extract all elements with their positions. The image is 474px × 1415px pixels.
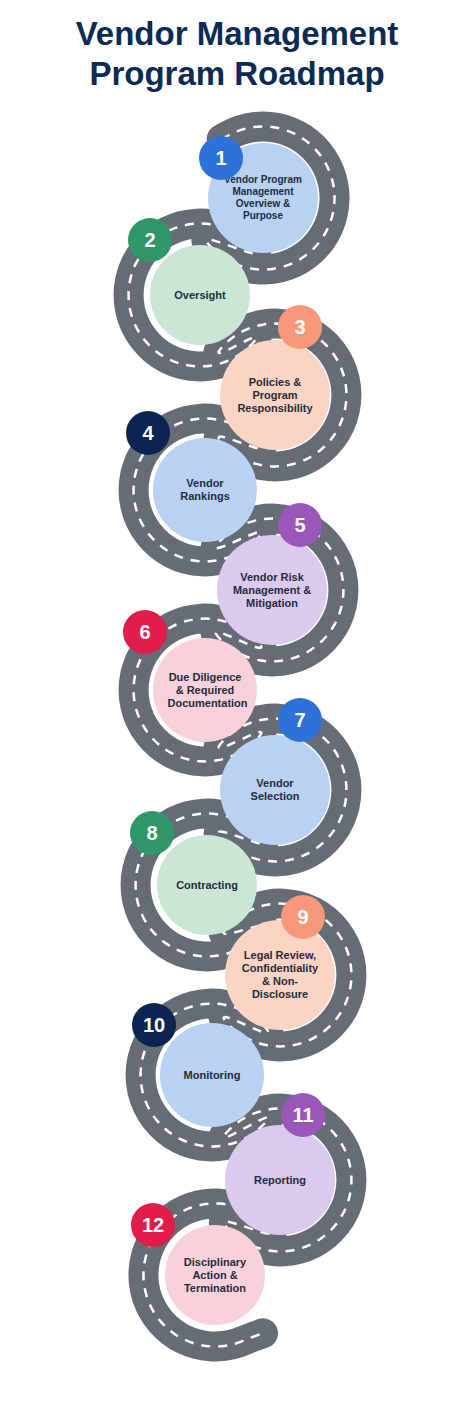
step-disc: Disciplinary Action & Termination12	[165, 1225, 265, 1325]
step-number: 10	[132, 1003, 176, 1047]
step-number: 8	[130, 811, 174, 855]
step-label: Contracting	[171, 879, 244, 892]
step-disc: Vendor Program Management Overview & Pur…	[208, 143, 318, 253]
step-disc: Reporting11	[225, 1125, 335, 1235]
step-label: Oversight	[164, 289, 237, 302]
step-number: 5	[278, 503, 322, 547]
step-number: 2	[128, 218, 172, 262]
step-label: Disciplinary Action & Termination	[179, 1256, 252, 1295]
title: Vendor Management Program Roadmap	[37, 14, 437, 94]
step-number: 9	[281, 895, 325, 939]
step-disc: Oversight2	[150, 245, 250, 345]
step-number: 3	[278, 305, 322, 349]
step-label: Vendor Rankings	[168, 477, 243, 503]
step-label: Monitoring	[175, 1069, 250, 1082]
road-surface	[129, 126, 352, 1346]
step-disc: Policies & Program Responsibility3	[220, 340, 330, 450]
step-disc: Monitoring10	[160, 1023, 264, 1127]
step-label: Vendor Risk Management & Mitigation	[232, 571, 312, 610]
step-label: Legal Review, Confidentiality & Non-Disc…	[240, 949, 320, 1001]
step-disc: Contracting8	[157, 835, 257, 935]
step-label: Vendor Selection	[235, 777, 315, 803]
step-number: 6	[123, 610, 167, 654]
step-disc: Legal Review, Confidentiality & Non-Disc…	[225, 920, 335, 1030]
step-label: Due Diligence & Required Documentation	[168, 671, 243, 710]
step-label: Vendor Program Management Overview & Pur…	[223, 174, 303, 222]
step-disc: Vendor Selection7	[220, 735, 330, 845]
step-disc: Due Diligence & Required Documentation6	[153, 638, 257, 742]
step-number: 7	[278, 698, 322, 742]
road-dashes	[129, 126, 352, 1346]
step-number: 12	[131, 1203, 175, 1247]
step-disc: Vendor Risk Management & Mitigation5	[217, 535, 327, 645]
step-number: 11	[281, 1093, 325, 1137]
step-label: Reporting	[240, 1174, 320, 1187]
step-disc: Vendor Rankings4	[153, 438, 257, 542]
step-number: 4	[126, 411, 170, 455]
step-label: Policies & Program Responsibility	[235, 376, 315, 415]
step-number: 1	[199, 136, 243, 180]
